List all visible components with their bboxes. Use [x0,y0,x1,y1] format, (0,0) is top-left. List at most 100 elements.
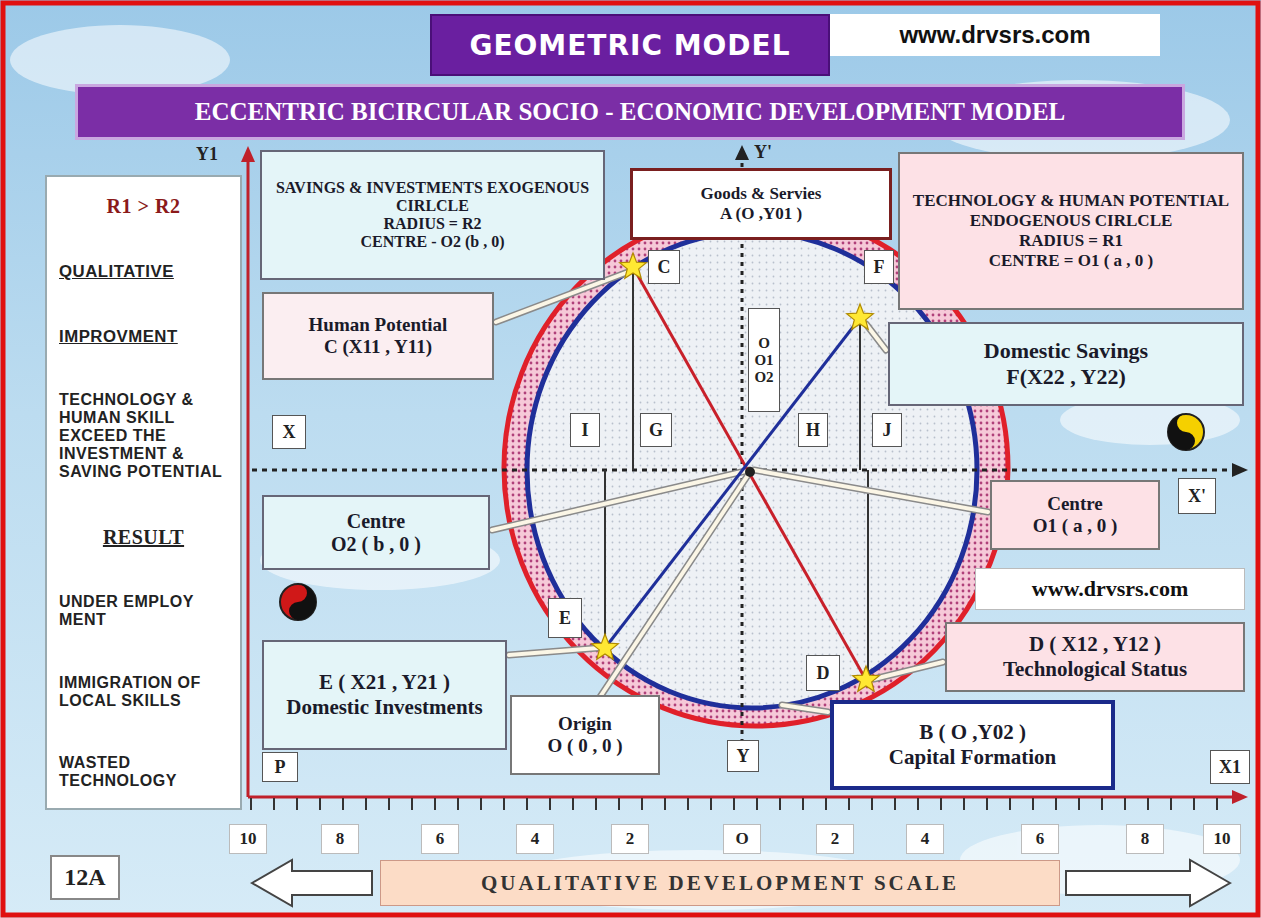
letter-box: C [648,250,680,284]
node-text: 12A [64,864,105,891]
scale-number: 8 [321,824,359,854]
axis-label: Y' [754,142,772,163]
scale-arrow [1066,860,1230,906]
circle-box: TECHNOLOGY & HUMAN POTENTIAL ENDOGENOUS … [898,152,1244,310]
scale-number: 2 [611,824,649,854]
scale-number: 2 [816,824,854,854]
scale-bar: QUALITATIVE DEVELOPMENT SCALE [380,860,1060,906]
scale-number: 4 [516,824,554,854]
node-text: 10 [1214,829,1231,849]
node-text: Goods & Servies [701,184,822,204]
point-box: Human PotentialC (X11 , Y11) [262,292,494,380]
node-text: WASTED TECHNOLOGY [59,754,228,790]
node-text: B ( O ,Y02 ) [919,720,1026,745]
centre-box: O O1 O2 [748,308,780,412]
node-text: E [559,608,571,629]
node-text: R1 > R2 [107,195,181,218]
circle-box: SAVINGS & INVESTMENTS EXOGENOUS CIRLCLER… [260,150,605,280]
letter-box: J [872,413,902,447]
scale-number: 6 [1021,824,1059,854]
scale-number: 8 [1126,824,1164,854]
letter-box: P [262,752,298,782]
node-text: RESULT [103,526,184,549]
scale-number: 10 [229,824,267,854]
node-text: O O1 O2 [751,335,777,386]
scale-number: O [723,824,761,854]
centre-box: CentreO1 ( a , 0 ) [990,480,1160,550]
node-text: TECHNOLOGY & HUMAN POTENTIAL ENDOGENOUS … [908,191,1234,231]
node-text: QUALITATIVE [59,262,174,282]
node-text: I [581,420,588,441]
node-text: 2 [626,829,635,849]
node-text: G [649,420,663,441]
scale-number: 6 [421,824,459,854]
node-text: O [735,829,748,849]
node-text: 6 [1036,829,1045,849]
node-text: F(X22 , Y22) [1006,364,1126,390]
node-text: 6 [436,829,445,849]
node-text: RADIUS = R1 [1019,231,1123,251]
node-text: D ( X12 , Y12 ) [1029,632,1161,657]
letter-box: X1 [1210,750,1250,784]
node-text: Domestic Investments [286,695,483,720]
icon-red [280,584,316,620]
node-text: TECHNOLOGY & HUMAN SKILL EXCEED THE INVE… [59,391,228,481]
letter-box: F [864,250,894,284]
scale-number: 4 [906,824,944,854]
subtitle-bar: ECCENTRIC BICIRCULAR SOCIO - ECONOMIC DE… [75,84,1185,140]
node-text: Origin [558,713,612,735]
node-text: UNDER EMPLOY MENT [59,593,228,629]
node-text: ECCENTRIC BICIRCULAR SOCIO - ECONOMIC DE… [195,98,1065,126]
node-text: Capital Formation [889,745,1056,770]
letter-box: X [272,415,306,449]
node-text: Human Potential [309,314,448,336]
node-text: CENTRE - O2 (b , 0) [360,233,504,251]
node-text: X' [1188,486,1206,507]
node-text: 4 [921,829,930,849]
point-box: E ( X21 , Y21 )Domestic Investments [262,640,507,750]
point-box: D ( X12 , Y12 )Technological Status [945,622,1245,692]
node-text: P [275,757,286,778]
node-text: SAVINGS & INVESTMENTS EXOGENOUS CIRLCLE [270,179,595,215]
letter-box: G [640,413,672,447]
node-text: Technological Status [1003,657,1187,682]
savings-line [605,318,860,648]
node-text: J [883,420,892,441]
node-text: www.drvsrs.com [1032,576,1188,602]
scale-number: 10 [1203,824,1241,854]
origin-box: OriginO ( 0 , 0 ) [510,695,660,775]
node-text: 8 [336,829,345,849]
node-text: O2 ( b , 0 ) [331,533,421,556]
node-text: F [874,257,885,278]
letter-box: X' [1178,478,1216,514]
scale-arrow [252,860,372,906]
node-text: QUALITATIVE DEVELOPMENT SCALE [481,871,959,896]
technology-line [633,267,866,680]
letter-box: E [548,598,582,638]
website-box: www.drvsrs.com [975,568,1245,610]
node-text: Domestic Savings [984,338,1148,364]
node-text: X [283,422,296,443]
node-text: Centre [347,510,406,533]
letter-box: H [798,413,828,447]
point-box: B ( O ,Y02 )Capital Formation [830,700,1115,790]
node-text: C (X11 , Y11) [324,336,432,358]
node-text: IMPROVMENT [59,327,178,347]
node-text: 10 [240,829,257,849]
letter-box: I [570,413,600,447]
frame [3,3,1258,915]
star-markers [592,253,880,691]
letter-box: Y [727,740,759,772]
node-text: RADIUS = R2 [383,215,481,233]
node-text: O1 ( a , 0 ) [1033,515,1117,537]
letter-box: D [806,655,840,691]
node-text: D [817,663,830,684]
node-text: 8 [1141,829,1150,849]
node-text: Centre [1047,493,1103,515]
node-text: IMMIGRATION OF LOCAL SKILLS [59,674,228,710]
node-text: 4 [531,829,540,849]
node-text: GEOMETRIC MODEL [469,29,790,62]
centre-box: CentreO2 ( b , 0 ) [262,495,490,570]
node-text: X1 [1219,757,1241,778]
